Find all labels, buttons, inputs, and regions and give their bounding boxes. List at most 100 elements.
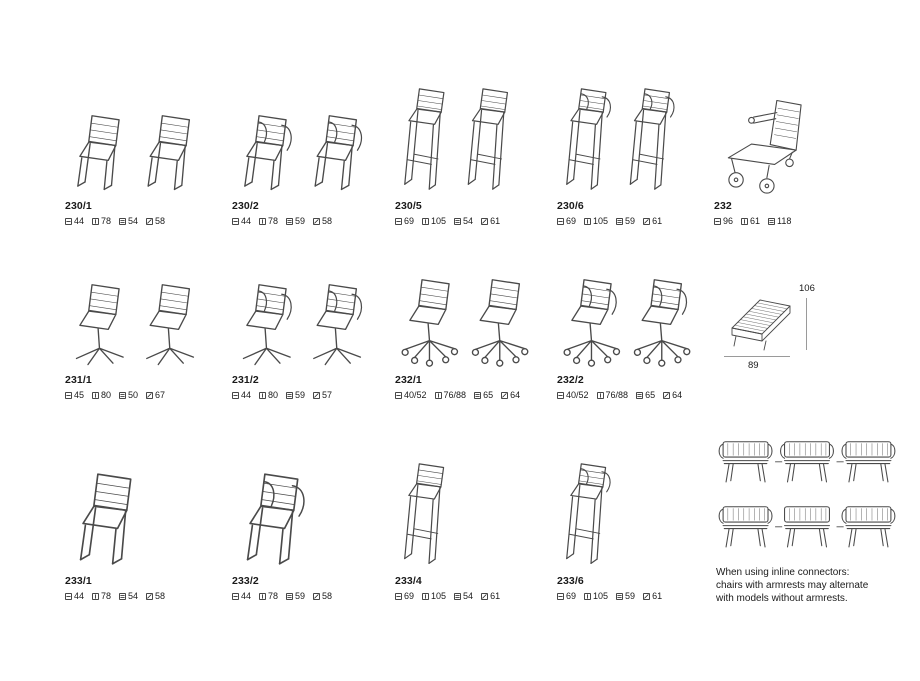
- connector-note-line: with models without armrests.: [716, 593, 848, 604]
- depth-icon: [146, 391, 153, 399]
- counter-armstool-drawing: [557, 459, 625, 571]
- dim-group: 50: [119, 390, 138, 400]
- model-label: 231/1: [65, 374, 92, 386]
- dim-group: 105: [422, 591, 446, 601]
- width-icon: [454, 217, 461, 225]
- dimension-row: 40/52 76/88 65 64: [395, 390, 555, 400]
- model-label: 230/2: [232, 200, 259, 212]
- depth-icon: [313, 391, 320, 399]
- depth-icon: [313, 592, 320, 600]
- stool-art: [557, 455, 717, 571]
- stacking-chair-pair-drawing: [77, 115, 191, 191]
- product-cell-231-2: 231/2 44 80 59 57: [232, 262, 392, 400]
- seat-height-icon: [232, 217, 239, 225]
- connector-note-line: When using inline connectors:: [716, 567, 850, 578]
- dim-value: 59: [295, 216, 306, 226]
- model-label: 232/1: [395, 374, 422, 386]
- dim-group: 59: [286, 216, 305, 226]
- dim-group: 96: [714, 216, 733, 226]
- seat-height-icon: [557, 217, 564, 225]
- dim-value: 44: [74, 591, 85, 601]
- dim-group: 65: [636, 390, 655, 400]
- dim-group: 69: [557, 216, 576, 226]
- swivel-pair-art: [65, 262, 225, 370]
- depth-icon: [481, 217, 488, 225]
- depth-icon: [146, 592, 153, 600]
- stack-width-label: 89: [748, 360, 759, 371]
- depth-icon: [643, 592, 650, 600]
- overall-height-icon: [422, 217, 429, 225]
- product-cell-230-1: 230/1 44 78 54 58: [65, 80, 225, 226]
- width-icon: [714, 217, 721, 225]
- depth-icon: [481, 592, 488, 600]
- width-icon: [454, 592, 461, 600]
- dim-value: 64: [672, 390, 683, 400]
- dim-value: 78: [101, 591, 112, 601]
- dim-value: 58: [155, 216, 166, 226]
- dim-group: 76/88: [596, 390, 628, 400]
- model-label: 233/2: [232, 575, 259, 587]
- width-icon: [286, 592, 293, 600]
- stacking-diagram: [731, 299, 791, 351]
- dim-value: 105: [593, 591, 609, 601]
- dim-value: 65: [645, 390, 656, 400]
- dimension-row: 40/52 76/88 65 64: [557, 390, 717, 400]
- product-cell-230-2: 230/2 44 78 59 58: [232, 80, 392, 226]
- model-label: 232: [714, 200, 732, 212]
- dim-group: 58: [313, 591, 332, 601]
- armchair-drawing: [232, 466, 324, 571]
- task-chair-pair-art: [557, 262, 717, 370]
- dim-group: 40/52: [395, 390, 427, 400]
- dim-group: 78: [92, 591, 111, 601]
- dim-value: 58: [322, 216, 333, 226]
- width-icon: [119, 391, 126, 399]
- model-label: 233/4: [395, 575, 422, 587]
- dim-value: 54: [463, 216, 474, 226]
- dim-value: 45: [74, 390, 85, 400]
- dim-group: 44: [232, 591, 251, 601]
- model-label: 233/1: [65, 575, 92, 587]
- chair-art: [65, 455, 225, 571]
- overall-height-icon: [259, 592, 266, 600]
- dim-value: 80: [268, 390, 279, 400]
- model-label: 230/6: [557, 200, 584, 212]
- width-icon: [119, 592, 126, 600]
- dim-group: 40/52: [557, 390, 589, 400]
- length-icon: [768, 217, 775, 225]
- seat-height-icon: [557, 391, 564, 399]
- overall-height-icon: [584, 217, 591, 225]
- dim-group: 44: [232, 390, 251, 400]
- dim-value: 65: [483, 390, 494, 400]
- dim-value: 58: [322, 591, 333, 601]
- dim-group: 80: [259, 390, 278, 400]
- dim-group: 59: [616, 216, 635, 226]
- seat-height-icon: [65, 391, 72, 399]
- connector-note-line: chairs with armrests may alternate: [716, 580, 869, 591]
- depth-icon: [146, 217, 153, 225]
- dim-value: 78: [101, 216, 112, 226]
- seat-height-icon: [65, 217, 72, 225]
- dim-value: 67: [155, 390, 166, 400]
- width-icon: [286, 217, 293, 225]
- dim-value: 69: [404, 591, 415, 601]
- dim-value: 44: [241, 216, 252, 226]
- dim-value: 57: [322, 390, 333, 400]
- stack-width-dimension-line: [724, 356, 790, 357]
- dim-value: 61: [490, 216, 501, 226]
- dim-group: 59: [286, 390, 305, 400]
- seat-height-icon: [65, 592, 72, 600]
- product-cell-233-6: 233/6 69 105 59 61: [557, 455, 717, 601]
- overall-height-icon: [596, 391, 604, 399]
- armchair-pair-drawing: [232, 109, 378, 196]
- dim-group: 44: [65, 216, 84, 226]
- dim-group: 61: [481, 591, 500, 601]
- stool-art: [395, 455, 555, 571]
- product-cell-230-5: 230/5 69 105 54 61: [395, 80, 555, 226]
- task-chair-pair-art: [395, 262, 555, 370]
- dim-value: 69: [566, 591, 577, 601]
- chair-pair-art: [232, 80, 392, 196]
- dim-value: 58: [155, 591, 166, 601]
- dim-value: 61: [652, 591, 663, 601]
- stack-height-label: 106: [799, 283, 815, 294]
- dimension-row: 44 78 59 58: [232, 216, 392, 226]
